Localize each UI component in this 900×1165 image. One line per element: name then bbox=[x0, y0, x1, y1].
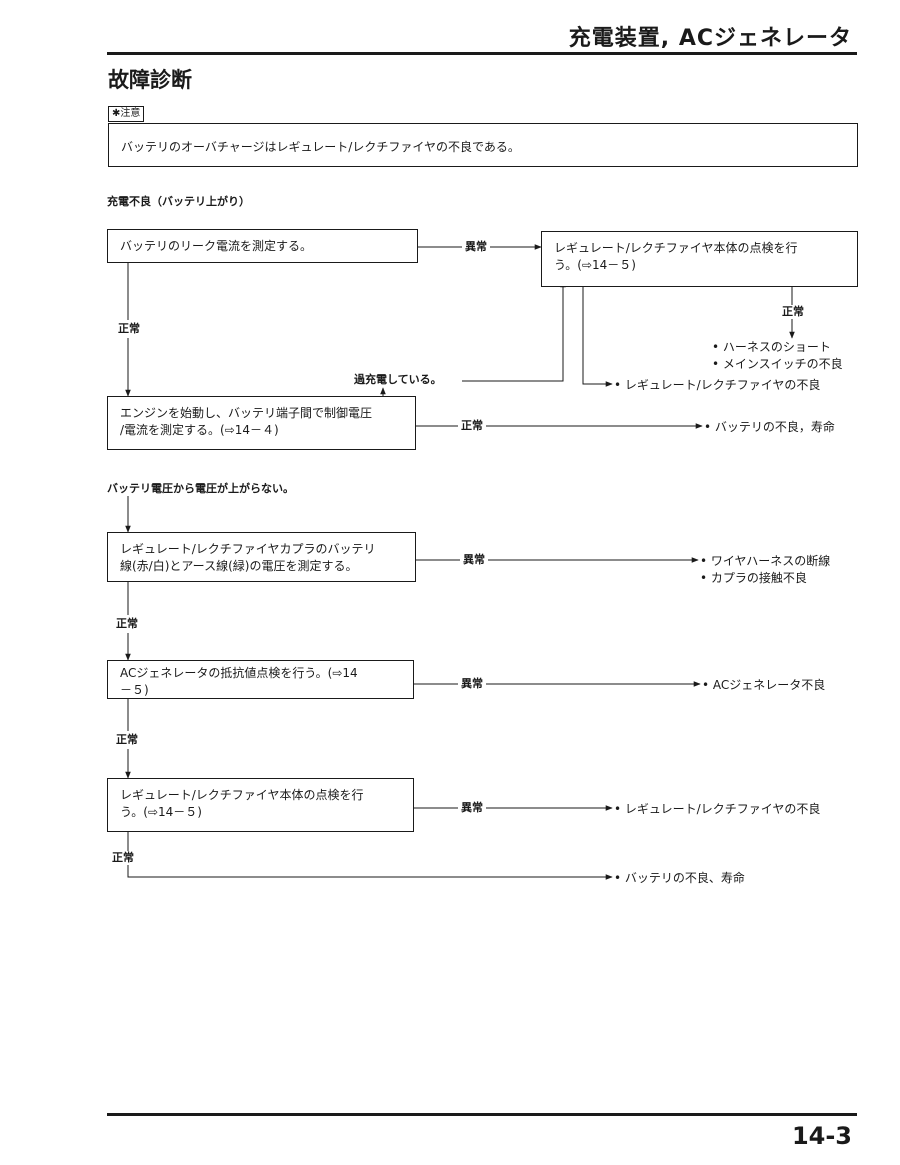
caution-box: バッテリのオーバチャージはレギュレート/レクチファイヤの不良である。 bbox=[108, 123, 858, 167]
step-text-line2: 線(赤/白)とアース線(緑)の電圧を測定する。 bbox=[120, 559, 358, 573]
label-overcharged: 過充電している。 bbox=[352, 373, 444, 387]
label-normal: 正常 bbox=[779, 305, 807, 319]
step-text-line1: レギュレート/レクチファイヤカプラのバッテリ bbox=[120, 542, 376, 556]
step-text-line1: ACジェネレータの抵抗値点検を行う。(⇨14 bbox=[120, 666, 358, 680]
section-title: 故障診断 bbox=[108, 68, 192, 92]
label-normal: 正常 bbox=[116, 320, 142, 338]
arrow-box6-battery bbox=[127, 832, 613, 880]
chapter-title: 充電装置, ACジェネレータ bbox=[568, 26, 852, 51]
label-abnormal: 異常 bbox=[460, 553, 488, 567]
step-text-line2: －５) bbox=[120, 683, 149, 697]
caution-icon: ✱ bbox=[112, 108, 121, 119]
step-text-line2: う。(⇨14－５) bbox=[554, 258, 636, 272]
step-text-line1: レギュレート/レクチファイヤ本体の点検を行 bbox=[120, 788, 364, 802]
arrow-overcharge-box2 bbox=[462, 280, 566, 382]
result-regulator-faulty-2: • レギュレート/レクチファイヤの不良 bbox=[614, 802, 821, 816]
result-battery-faulty-2: • バッテリの不良、寿命 bbox=[614, 871, 745, 885]
step-box-leak-current: バッテリのリーク電流を測定する。 bbox=[107, 229, 418, 263]
result-regulator-faulty: • レギュレート/レクチファイヤの不良 bbox=[614, 378, 821, 392]
label-normal: 正常 bbox=[458, 419, 486, 433]
caution-badge: ✱注意 bbox=[108, 106, 145, 122]
step-text-line1: エンジンを始動し、バッテリ端子間で制御電圧 bbox=[120, 406, 373, 420]
step-text: バッテリのリーク電流を測定する。 bbox=[120, 239, 313, 253]
flow-heading: 充電不良（バッテリ上がり） bbox=[107, 195, 250, 208]
step-box-generator-resistance: ACジェネレータの抵抗値点検を行う。(⇨14 －５) bbox=[107, 660, 414, 699]
header-rule bbox=[107, 52, 857, 55]
label-abnormal: 異常 bbox=[462, 240, 490, 254]
label-voltage-not-rising: バッテリ電圧から電圧が上がらない。 bbox=[107, 482, 294, 496]
arrow-box2-regulator bbox=[582, 287, 613, 387]
step-box-control-voltage: エンジンを始動し、バッテリ端子間で制御電圧 /電流を測定する。(⇨14－４) bbox=[107, 396, 416, 450]
step-box-regulator-check-2: レギュレート/レクチファイヤ本体の点検を行 う。(⇨14－５) bbox=[107, 778, 414, 832]
result-harness-short: • ハーネスのショート bbox=[712, 340, 831, 354]
result-battery-faulty: • バッテリの不良，寿命 bbox=[704, 420, 835, 434]
footer-rule bbox=[107, 1113, 857, 1116]
result-harness-broken: • ワイヤハーネスの断線 bbox=[700, 554, 831, 568]
label-normal: 正常 bbox=[114, 731, 140, 749]
label-abnormal: 異常 bbox=[458, 801, 486, 815]
page-number: 14-3 bbox=[791, 1122, 852, 1150]
label-normal: 正常 bbox=[112, 851, 134, 865]
caution-label: 注意 bbox=[120, 108, 141, 119]
result-main-switch: • メインスイッチの不良 bbox=[712, 357, 843, 371]
caution-text: バッテリのオーバチャージはレギュレート/レクチファイヤの不良である。 bbox=[121, 140, 520, 154]
result-coupler-contact: • カプラの接触不良 bbox=[700, 571, 807, 585]
step-text-line2: う。(⇨14－５) bbox=[120, 805, 202, 819]
step-box-coupler-voltage: レギュレート/レクチファイヤカプラのバッテリ 線(赤/白)とアース線(緑)の電圧… bbox=[107, 532, 416, 582]
step-box-regulator-check: レギュレート/レクチファイヤ本体の点検を行 う。(⇨14－５) bbox=[541, 231, 858, 287]
result-generator-faulty: • ACジェネレータ不良 bbox=[702, 678, 826, 692]
label-abnormal: 異常 bbox=[458, 677, 486, 691]
step-text-line2: /電流を測定する。(⇨14－４) bbox=[120, 423, 279, 437]
step-text-line1: レギュレート/レクチファイヤ本体の点検を行 bbox=[554, 241, 798, 255]
label-normal: 正常 bbox=[114, 615, 140, 633]
